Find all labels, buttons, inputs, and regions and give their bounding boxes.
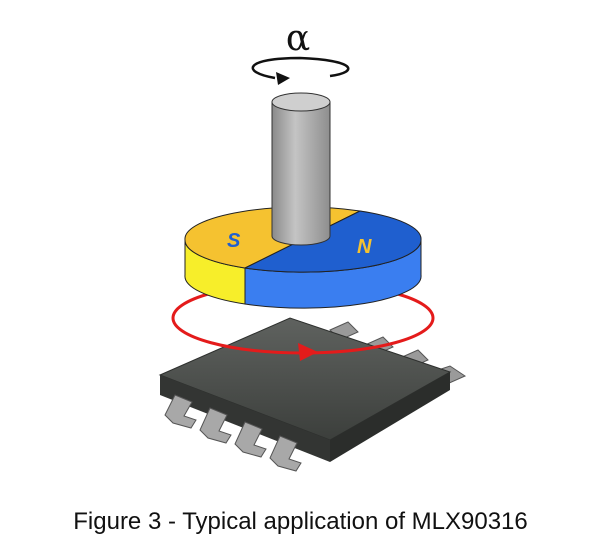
rotation-arrow-icon bbox=[251, 56, 350, 85]
north-pole-label: N bbox=[357, 236, 372, 258]
ring-arrow-icon bbox=[298, 343, 318, 361]
rotation-angle-label: α bbox=[286, 18, 310, 59]
figure-caption: Figure 3 - Typical application of MLX903… bbox=[73, 508, 528, 535]
rotating-shaft bbox=[271, 92, 331, 246]
south-pole-label: S bbox=[227, 230, 241, 252]
